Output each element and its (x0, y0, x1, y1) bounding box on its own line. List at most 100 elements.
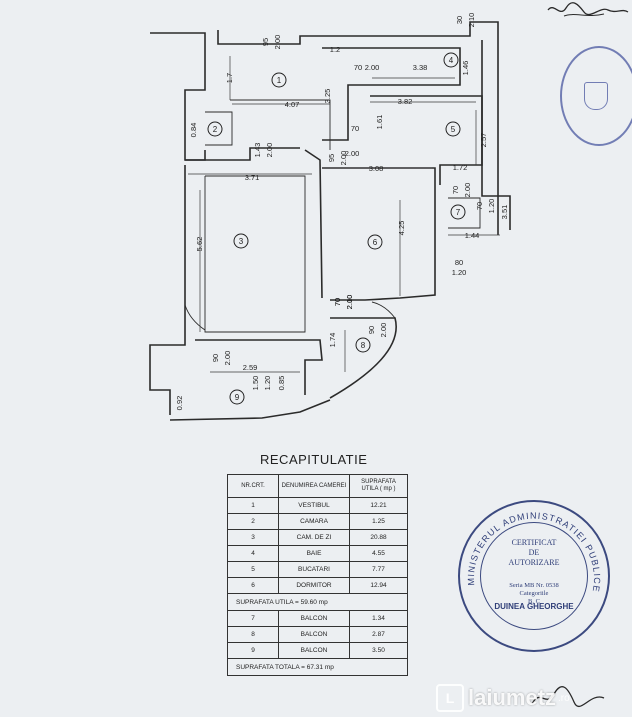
room-circle (229, 389, 245, 405)
dimension-label: 2.57 (479, 133, 488, 148)
dimension-label: 90 (367, 326, 376, 334)
plan-door-arc-2 (184, 304, 206, 331)
row-nr: 5 (227, 561, 279, 578)
dimension-label: 80 (455, 258, 463, 267)
dimension-label: 1.74 (328, 333, 337, 348)
table-row: 7 BALCON 1.34 (227, 610, 408, 627)
recap-header-row: NR.CRT. DENUMIREA CAMEREI SUPRAFATA UTIL… (227, 474, 408, 498)
plan-wall-storage (205, 111, 233, 146)
room-circle (450, 204, 466, 220)
dimension-label: 95 (261, 38, 270, 46)
plan-wall-inner (204, 175, 306, 333)
dimension-label: 1.44 (465, 231, 480, 240)
useful-total: SUPRAFATA UTILA = 59.60 mp (227, 593, 408, 611)
stamp-name: DUINEA GHEORGHE (494, 602, 574, 611)
dimension-label: 3.71 (245, 173, 260, 182)
plan-wall-left (149, 165, 186, 415)
room-number: 9 (235, 393, 240, 402)
dimension-label: 1.20 (452, 268, 467, 277)
row-area: 3.50 (349, 642, 408, 659)
room-number: 8 (361, 341, 366, 350)
dimension-label: 3.82 (398, 97, 413, 106)
recap-title: RECAPITULATIE (260, 452, 368, 467)
room-circle (207, 121, 223, 137)
dimension-label: 3.08 (369, 164, 384, 173)
row-nr: 7 (227, 610, 279, 627)
stamp-certificate: CERTIFICAT DE AUTORIZARE (460, 538, 608, 568)
plan-wall-living-top (185, 147, 300, 161)
plan-wall-vestibule (230, 99, 331, 150)
room-circle (355, 337, 371, 353)
dimension-label: 1.46 (461, 61, 470, 76)
dimension-label: 70 (451, 186, 460, 194)
crest-icon (584, 82, 608, 110)
dimension-label: 2.00 (379, 323, 388, 338)
row-area: 12.21 (349, 497, 408, 514)
row-name: BAIE (278, 545, 350, 562)
room-circle (443, 52, 459, 68)
row-name: BALCON (278, 610, 350, 627)
dimension-label: 90 (211, 354, 220, 362)
stamp-line3: AUTORIZARE (508, 558, 560, 567)
plan-wall-kitchen (370, 95, 483, 185)
room-circle (271, 72, 287, 88)
signature-bottom (528, 684, 608, 717)
dimension-label: 2.00 (223, 351, 232, 366)
dimension-label: 2.00 (365, 63, 380, 72)
authorization-stamp: MINISTERUL ADMINISTRATIEI PUBLICE CERTIF… (458, 500, 610, 652)
dimension-label: 3.38 (413, 63, 428, 72)
header-area: SUPRAFATA UTILA ( mp ) (349, 474, 408, 498)
dimension-label: 70 (354, 63, 362, 72)
row-area: 2.87 (349, 626, 408, 643)
table-row: 6 DORMITOR 12.94 (227, 577, 408, 594)
dimension-label: 1.72 (453, 163, 468, 172)
row-name: CAM. DE ZI (278, 529, 350, 546)
plan-wall-bottom (169, 399, 331, 421)
grand-total-row: SUPRAFATA TOTALA = 67.31 mp (227, 658, 408, 676)
table-row: 3 CAM. DE ZI 20.88 (227, 529, 408, 546)
row-area: 7.77 (349, 561, 408, 578)
stamp-details: Seria MB Nr. 0538 Categoriile B, C (460, 582, 608, 606)
dimension-label: 0.92 (175, 396, 184, 411)
room-number: 5 (451, 125, 456, 134)
grand-total: SUPRAFATA TOTALA = 67.31 mp (227, 658, 408, 676)
room-number: 7 (456, 208, 461, 217)
row-nr: 9 (227, 642, 279, 659)
row-nr: 2 (227, 513, 279, 530)
plan-wall-bath (322, 47, 461, 141)
stamp-line2: DE (528, 548, 540, 557)
dimension-label: 70 (351, 124, 359, 133)
recap-table: NR.CRT. DENUMIREA CAMEREI SUPRAFATA UTIL… (227, 474, 408, 676)
table-row: 8 BALCON 2.87 (227, 626, 408, 643)
plan-wall-living-bottom (195, 339, 323, 395)
dimension-label: 4.25 (397, 221, 406, 236)
table-row: 5 BUCATARI 7.77 (227, 561, 408, 578)
dimension-label: 3.51 (500, 205, 509, 220)
watermark-suffix: .ro (558, 692, 570, 704)
row-nr: 8 (227, 626, 279, 643)
signature-top (544, 0, 632, 27)
row-area: 4.55 (349, 545, 408, 562)
plan-wall-balcony8 (329, 317, 397, 399)
table-row: 2 CAMARA 1.25 (227, 513, 408, 530)
dimension-label: 2.00 (273, 35, 282, 50)
stamp-line6: B, C (528, 598, 540, 605)
dimension-label: 4.07 (285, 100, 300, 109)
dimension-label: 1.7 (225, 73, 234, 83)
stamp-inner-ring (480, 522, 588, 630)
row-name: VESTIBUL (278, 497, 350, 514)
dimension-label: 5.62 (195, 237, 204, 252)
dimension-label: 2.00 (265, 143, 274, 158)
row-nr: 4 (227, 545, 279, 562)
row-name: DORMITOR (278, 577, 350, 594)
dimension-label: 2.10 (345, 295, 354, 310)
header-nr: NR.CRT. (227, 474, 279, 498)
stamp-line5: Categoriile (519, 590, 549, 597)
dimension-label: 1.2 (330, 45, 340, 54)
plan-wall-upper (217, 21, 499, 235)
cadastre-stamp (560, 46, 632, 146)
dimension-label: 70 (475, 202, 484, 210)
room-circle (233, 233, 249, 249)
